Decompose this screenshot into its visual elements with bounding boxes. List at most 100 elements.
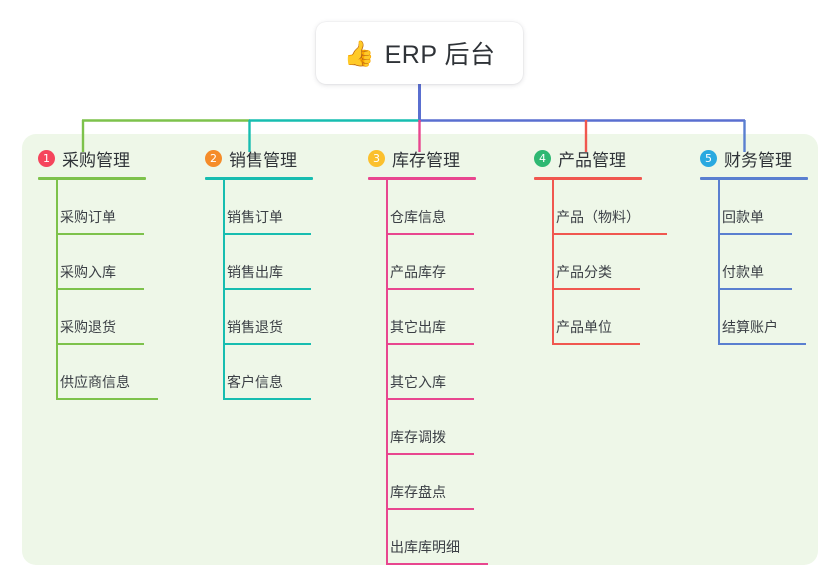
menu-item[interactable]: 供应商信息 — [38, 345, 158, 400]
menu-item-label: 客户信息 — [227, 374, 283, 390]
menu-item-rule — [386, 563, 488, 565]
menu-item-label: 采购退货 — [60, 319, 116, 335]
item-connector — [552, 290, 554, 345]
menu-item-label: 出库库明细 — [390, 539, 460, 555]
menu-item[interactable]: 其它入库 — [368, 345, 476, 400]
item-connector — [386, 510, 388, 565]
menu-item[interactable]: 销售退货 — [205, 290, 313, 345]
column-1: 1 采购管理采购订单采购入库采购退货供应商信息 — [38, 145, 158, 400]
item-connector — [56, 180, 58, 235]
menu-item-label: 库存盘点 — [390, 484, 446, 500]
menu-item-rule — [386, 398, 474, 400]
item-connector — [56, 290, 58, 345]
menu-item-label: 产品单位 — [556, 319, 612, 335]
menu-item-rule — [386, 508, 474, 510]
menu-item[interactable]: 产品（物料） — [534, 180, 667, 235]
column-header-5[interactable]: 5 财务管理 — [700, 145, 808, 171]
menu-item[interactable]: 产品单位 — [534, 290, 642, 345]
column-badge-icon: 3 — [368, 149, 385, 167]
column-header-rule — [38, 177, 146, 180]
column-items: 采购订单采购入库采购退货供应商信息 — [38, 180, 158, 400]
menu-item-rule — [552, 233, 667, 235]
menu-item-label: 采购入库 — [60, 264, 116, 280]
menu-item-label: 销售退货 — [227, 319, 283, 335]
column-title: 销售管理 — [229, 150, 297, 170]
menu-item[interactable]: 产品库存 — [368, 235, 476, 290]
item-connector — [386, 345, 388, 400]
item-connector — [223, 290, 225, 345]
menu-item[interactable]: 付款单 — [700, 235, 808, 290]
menu-item[interactable]: 采购入库 — [38, 235, 146, 290]
menu-item[interactable]: 产品分类 — [534, 235, 642, 290]
column-badge-icon: 2 — [205, 149, 222, 167]
menu-item[interactable]: 仓库信息 — [368, 180, 476, 235]
menu-item-rule — [718, 233, 792, 235]
menu-item-rule — [386, 343, 474, 345]
menu-item[interactable]: 采购订单 — [38, 180, 146, 235]
menu-item-label: 采购订单 — [60, 209, 116, 225]
menu-item[interactable]: 其它出库 — [368, 290, 476, 345]
menu-item-label: 库存调拨 — [390, 429, 446, 445]
item-connector — [386, 180, 388, 235]
item-connector — [223, 345, 225, 400]
item-connector — [386, 290, 388, 345]
menu-item[interactable]: 销售出库 — [205, 235, 313, 290]
item-connector — [56, 345, 58, 400]
menu-item-rule — [223, 288, 311, 290]
menu-item-rule — [223, 233, 311, 235]
root-title: ERP 后台 — [384, 41, 496, 69]
menu-item-label: 销售订单 — [227, 209, 283, 225]
column-3: 3 库存管理仓库信息产品库存其它出库其它入库库存调拨库存盘点出库库明细 — [368, 145, 488, 565]
menu-item[interactable]: 库存调拨 — [368, 400, 476, 455]
menu-item-label: 仓库信息 — [390, 209, 446, 225]
column-header-3[interactable]: 3 库存管理 — [368, 145, 476, 171]
menu-item[interactable]: 库存盘点 — [368, 455, 476, 510]
menu-item[interactable]: 结算账户 — [700, 290, 808, 345]
column-header-2[interactable]: 2 销售管理 — [205, 145, 313, 171]
menu-item-label: 付款单 — [722, 264, 764, 280]
menu-item[interactable]: 出库库明细 — [368, 510, 488, 565]
item-connector — [718, 180, 720, 235]
root-node[interactable]: 👍 ERP 后台 — [316, 22, 523, 84]
menu-item[interactable]: 客户信息 — [205, 345, 313, 400]
menu-item-rule — [718, 343, 806, 345]
menu-item-rule — [552, 288, 640, 290]
item-connector — [223, 235, 225, 290]
menu-item-rule — [223, 343, 311, 345]
menu-item[interactable]: 回款单 — [700, 180, 808, 235]
menu-item-label: 其它入库 — [390, 374, 446, 390]
menu-item-label: 其它出库 — [390, 319, 446, 335]
column-header-rule — [534, 177, 642, 180]
menu-item-rule — [56, 343, 144, 345]
item-connector — [552, 235, 554, 290]
column-badge-icon: 1 — [38, 149, 55, 167]
column-title: 库存管理 — [392, 150, 460, 170]
menu-item-rule — [386, 233, 474, 235]
content-panel — [22, 134, 818, 565]
menu-item-rule — [56, 398, 158, 400]
item-connector — [386, 455, 388, 510]
column-2: 2 销售管理销售订单销售出库销售退货客户信息 — [205, 145, 313, 400]
item-connector — [718, 235, 720, 290]
item-connector — [552, 180, 554, 235]
column-title: 财务管理 — [724, 150, 792, 170]
column-items: 产品（物料）产品分类产品单位 — [534, 180, 667, 345]
column-items: 回款单付款单结算账户 — [700, 180, 808, 345]
menu-item-rule — [386, 453, 474, 455]
menu-item[interactable]: 采购退货 — [38, 290, 146, 345]
column-header-1[interactable]: 1 采购管理 — [38, 145, 146, 171]
menu-item-label: 回款单 — [722, 209, 764, 225]
column-header-rule — [700, 177, 808, 180]
column-items: 仓库信息产品库存其它出库其它入库库存调拨库存盘点出库库明细 — [368, 180, 488, 565]
column-badge-icon: 5 — [700, 149, 717, 167]
column-5: 5 财务管理回款单付款单结算账户 — [700, 145, 808, 345]
menu-item-label: 产品库存 — [390, 264, 446, 280]
menu-item[interactable]: 销售订单 — [205, 180, 313, 235]
menu-item-rule — [718, 288, 792, 290]
item-connector — [56, 235, 58, 290]
column-title: 采购管理 — [62, 150, 130, 170]
menu-item-rule — [223, 398, 311, 400]
